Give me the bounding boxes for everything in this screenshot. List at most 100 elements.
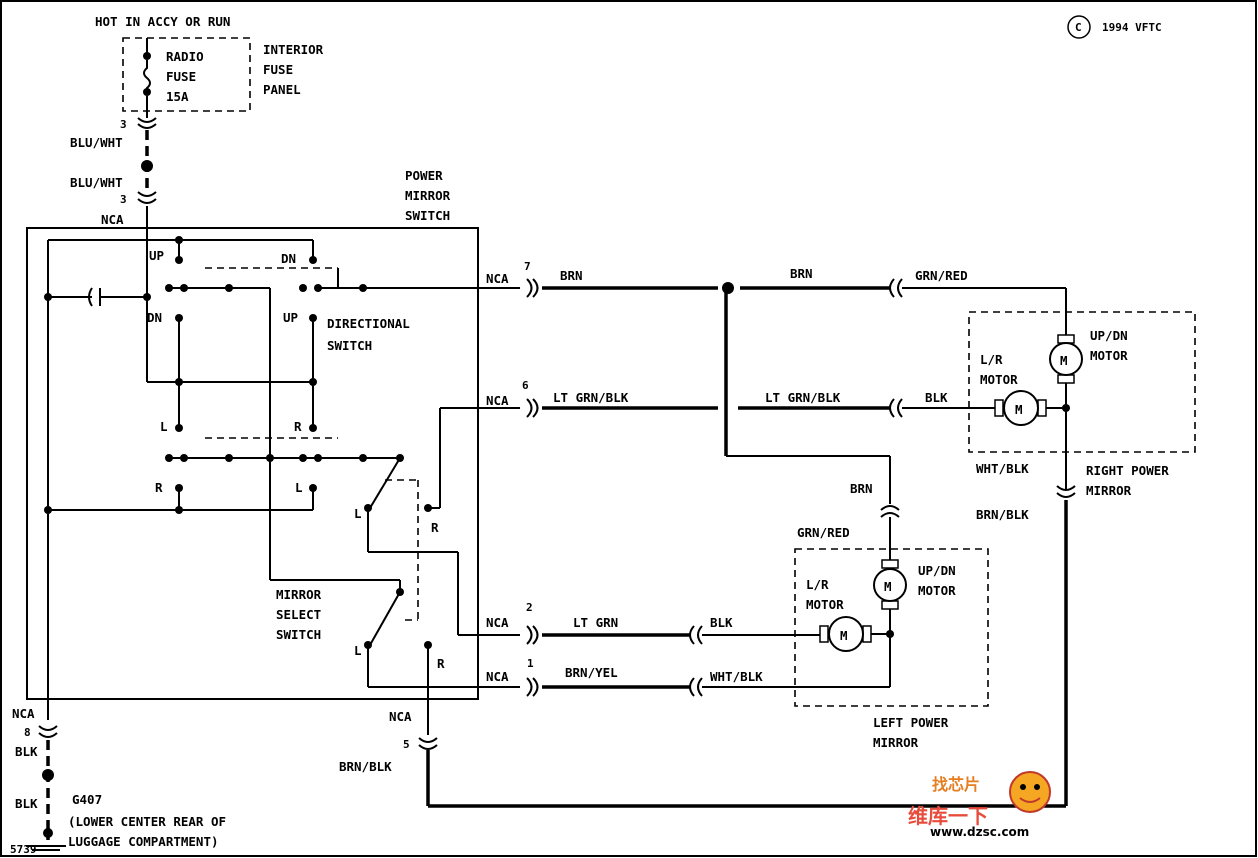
right-mirror-box bbox=[968, 311, 1196, 453]
nca-label-8: NCA bbox=[12, 706, 35, 721]
nca-label-1: NCA bbox=[486, 669, 509, 684]
pin-7: 7 bbox=[524, 260, 531, 273]
splice-blu-wht bbox=[141, 160, 153, 172]
radio-fuse bbox=[143, 38, 151, 118]
wire-label-brn-blk-right: BRN/BLK bbox=[976, 507, 1029, 522]
mirror-select-label-3: SWITCH bbox=[276, 627, 321, 642]
right-lr-label-1: L/R bbox=[980, 352, 1003, 367]
diagram-code: 5739 bbox=[10, 843, 37, 856]
nca-label-top: NCA bbox=[101, 212, 124, 227]
right-mirror-label-1: RIGHT POWER bbox=[1086, 463, 1169, 478]
contact-dn-2: DN bbox=[147, 310, 162, 325]
wire-label-brn-yel: BRN/YEL bbox=[565, 665, 618, 680]
pin-3-bottom: 3 bbox=[120, 193, 127, 206]
left-mirror-label-1: LEFT POWER bbox=[873, 715, 949, 730]
contact-r-4: R bbox=[437, 656, 445, 671]
pin-2: 2 bbox=[526, 601, 533, 614]
connector-right-mirror bbox=[1056, 485, 1076, 498]
power-mirror-switch-box bbox=[26, 227, 479, 700]
pin-6: 6 bbox=[522, 379, 529, 392]
fuse-label-1: RADIO bbox=[166, 49, 204, 64]
wire-label-brn-blk-bottom: BRN/BLK bbox=[339, 759, 392, 774]
wire-label-brn-2: BRN bbox=[790, 266, 813, 281]
splice-ground bbox=[42, 769, 54, 781]
supply-label: HOT IN ACCY OR RUN bbox=[95, 14, 230, 29]
connector-6 bbox=[526, 398, 539, 418]
wire-label-lt-grn-blk-1: LT GRN/BLK bbox=[553, 390, 629, 405]
connector-2 bbox=[526, 625, 539, 645]
watermark-url: www.dzsc.com bbox=[930, 825, 1029, 839]
contact-l-1: L bbox=[160, 419, 168, 434]
wire-brn-yel bbox=[542, 677, 890, 697]
connector-7 bbox=[526, 278, 539, 298]
nca-label-5: NCA bbox=[389, 709, 412, 724]
switch-label-1: POWER bbox=[405, 168, 443, 183]
left-updn-motor-symbol: M bbox=[884, 579, 892, 594]
contact-up-1: UP bbox=[149, 248, 164, 263]
wire-label-blk-right: BLK bbox=[925, 390, 948, 405]
wire-lt-grn bbox=[542, 625, 820, 645]
wire-label-blu-wht-2: BLU/WHT bbox=[70, 175, 123, 190]
wire-label-wht-blk-left: WHT/BLK bbox=[710, 669, 763, 684]
switch-label-3: SWITCH bbox=[405, 208, 450, 223]
left-updn-motor: M bbox=[873, 559, 907, 687]
wire-label-wht-blk-right: WHT/BLK bbox=[976, 461, 1029, 476]
left-mirror-label-2: MIRROR bbox=[873, 735, 919, 750]
wire-label-lt-grn-blk-2: LT GRN/BLK bbox=[765, 390, 841, 405]
wire-label-lt-grn: LT GRN bbox=[573, 615, 618, 630]
contact-r-1: R bbox=[294, 419, 302, 434]
connector-3-top bbox=[137, 117, 157, 129]
contact-l-2: L bbox=[295, 480, 303, 495]
copyright-mark: C 1994 VFTC bbox=[1067, 15, 1162, 39]
switch-internal-wiring bbox=[44, 206, 520, 735]
right-updn-motor-symbol: M bbox=[1060, 353, 1068, 368]
fuse-label-3: 15A bbox=[166, 89, 189, 104]
nca-label-7: NCA bbox=[486, 271, 509, 286]
watermark-logo: 找芯片 维库一下 www.dzsc.com bbox=[908, 771, 1051, 839]
mirror-select-label-2: SELECT bbox=[276, 607, 321, 622]
wire-lt-grn-blk bbox=[542, 398, 995, 418]
wire-label-brn-1: BRN bbox=[560, 268, 583, 283]
nca-label-6: NCA bbox=[486, 393, 509, 408]
connector-8 bbox=[38, 725, 58, 738]
right-lr-label-2: MOTOR bbox=[980, 372, 1018, 387]
directional-switch-label-2: SWITCH bbox=[327, 338, 372, 353]
right-lr-motor: M bbox=[994, 390, 1066, 426]
pin-3-top: 3 bbox=[120, 118, 127, 131]
switch-label-2: MIRROR bbox=[405, 188, 451, 203]
contact-up-2: UP bbox=[283, 310, 298, 325]
right-updn-label-2: MOTOR bbox=[1090, 348, 1128, 363]
contact-r-3: R bbox=[431, 520, 439, 535]
left-updn-label-1: UP/DN bbox=[918, 563, 956, 578]
nca-label-2: NCA bbox=[486, 615, 509, 630]
ground-name: G407 bbox=[72, 792, 102, 807]
ground-location-2: LUGGAGE COMPARTMENT) bbox=[68, 834, 219, 849]
contact-l-4: L bbox=[354, 643, 362, 658]
pin-8: 8 bbox=[24, 726, 31, 739]
copyright-symbol: C bbox=[1075, 21, 1082, 34]
wire-label-brn-left: BRN bbox=[850, 481, 873, 496]
left-mirror-box bbox=[794, 548, 989, 707]
fuse-panel-label-3: PANEL bbox=[263, 82, 301, 97]
right-lr-motor-symbol: M bbox=[1015, 402, 1023, 417]
connector-1 bbox=[526, 677, 539, 697]
connector-brn-left bbox=[880, 505, 900, 518]
fuse-label-2: FUSE bbox=[166, 69, 196, 84]
ground-location-1: (LOWER CENTER REAR OF bbox=[68, 814, 226, 829]
fuse-panel-box bbox=[122, 37, 251, 112]
mirror-select-label-1: MIRROR bbox=[276, 587, 322, 602]
left-lr-motor: M bbox=[819, 616, 890, 652]
contact-l-3: L bbox=[354, 506, 362, 521]
connector-3-bottom bbox=[137, 191, 157, 204]
left-updn-label-2: MOTOR bbox=[918, 583, 956, 598]
watermark-middle: 维库一下 bbox=[908, 804, 988, 828]
wire-label-blk-ground-1: BLK bbox=[15, 744, 38, 759]
connector-5 bbox=[418, 737, 438, 750]
pin-5: 5 bbox=[403, 738, 410, 751]
pin-1: 1 bbox=[527, 657, 534, 670]
wire-brn bbox=[542, 278, 1067, 504]
right-mirror-label-2: MIRROR bbox=[1086, 483, 1132, 498]
right-updn-motor: M bbox=[1049, 334, 1083, 490]
left-lr-label-1: L/R bbox=[806, 577, 829, 592]
